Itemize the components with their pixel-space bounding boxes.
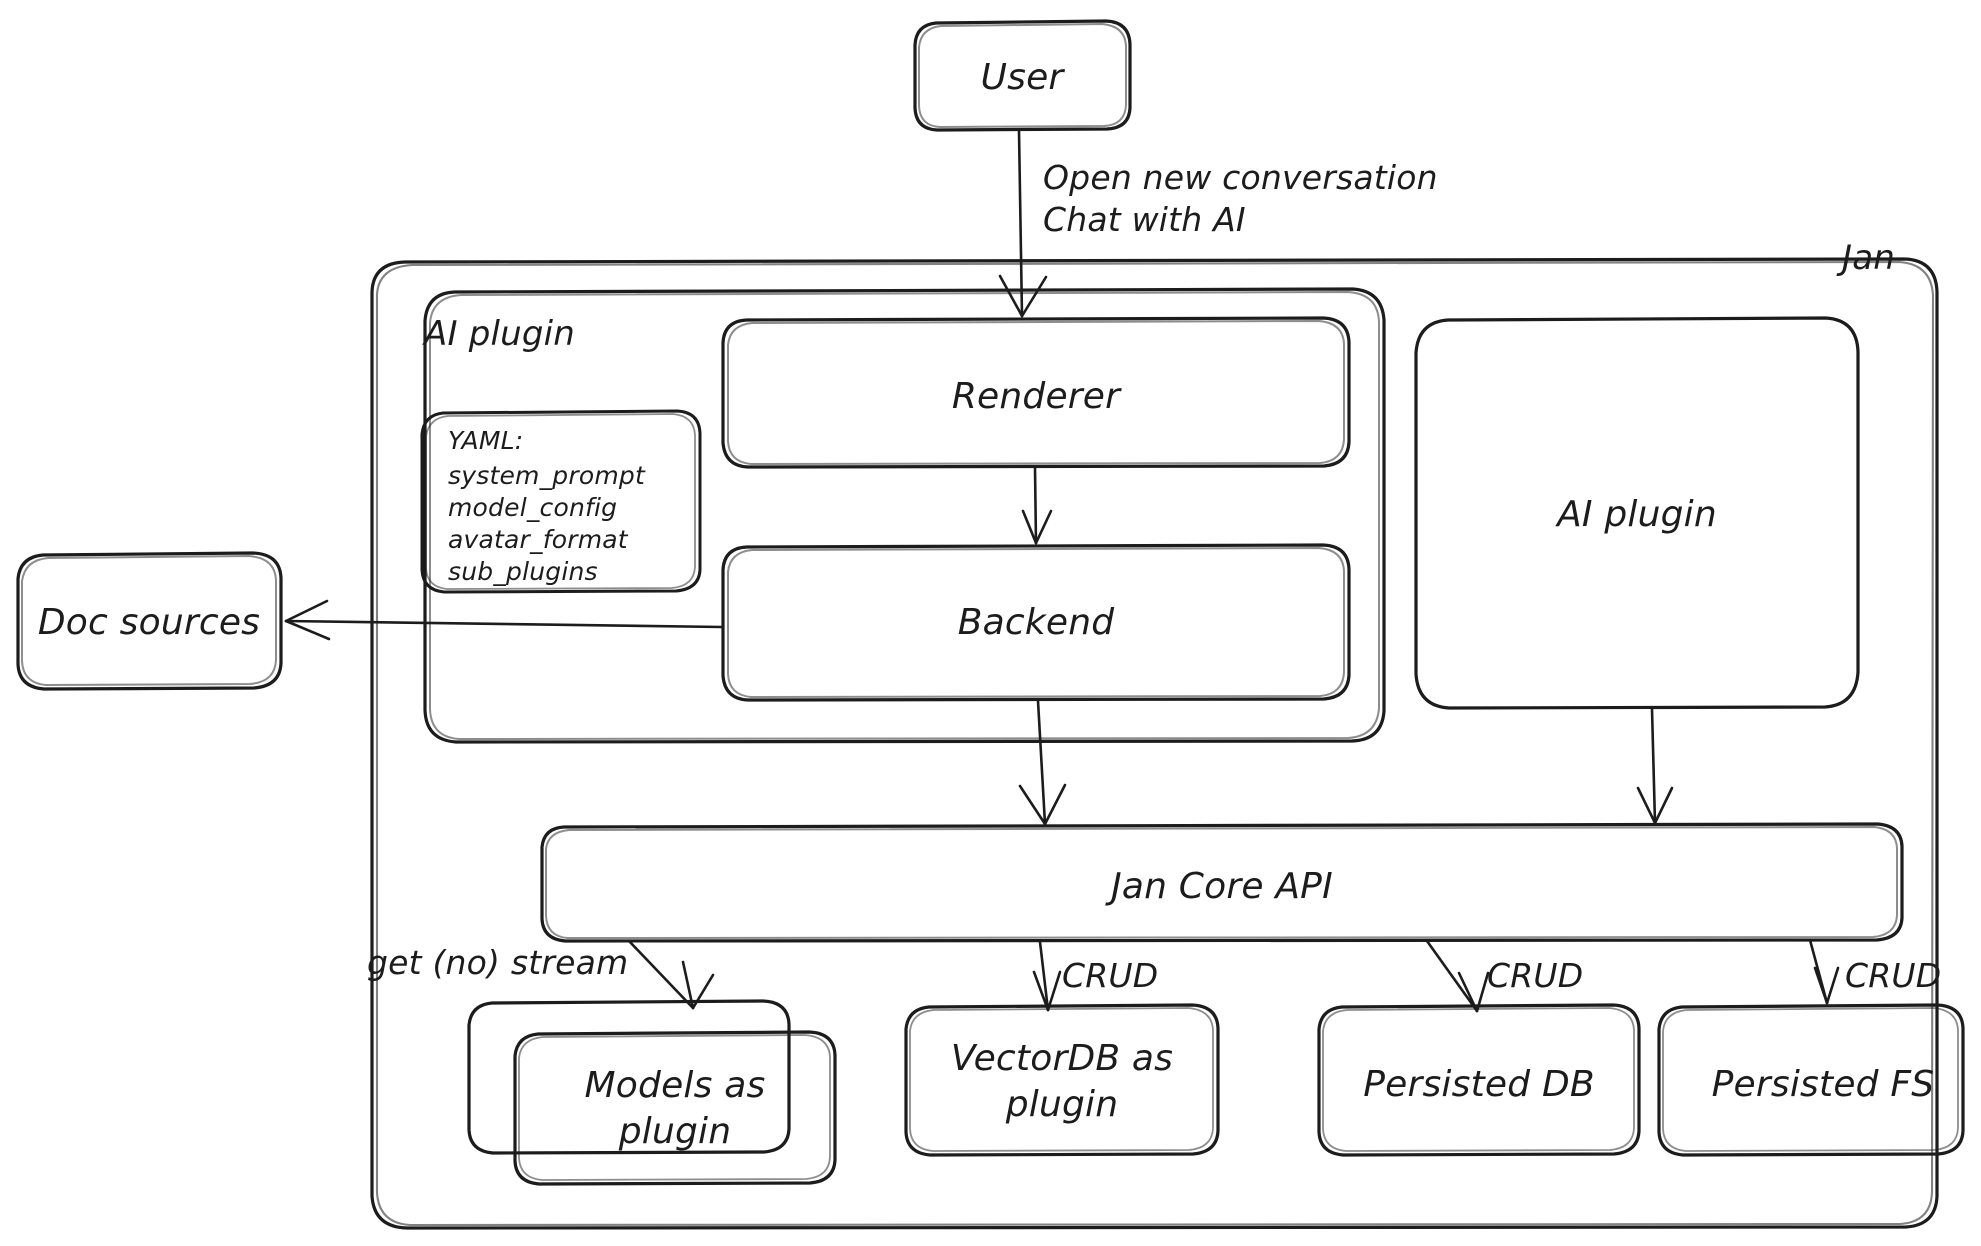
user-box-label: User <box>980 57 1064 98</box>
doc-sources-box-shape <box>16 551 283 691</box>
backend-box-label: Backend <box>957 602 1115 643</box>
arrow-core-to-models <box>627 939 715 1010</box>
models-as-plugin-box-label: Models as plugin <box>584 1065 766 1153</box>
models-as-plugin-back-box-shape <box>467 999 791 1155</box>
arrow-backend-to-doc-sources <box>284 599 724 641</box>
edge-label-core-to-persisted-db: CRUD <box>1487 956 1584 995</box>
renderer-box-shape <box>721 316 1351 469</box>
edge-label-core-to-persisted-fs: CRUD <box>1845 956 1942 995</box>
edge-label-core-to-vectordb: CRUD <box>1062 956 1159 995</box>
arrow-core-to-persisted-db <box>1425 939 1490 1013</box>
persisted-fs-box-shape <box>1657 1003 1965 1157</box>
yaml-note-item-2: avatar_format <box>448 525 628 554</box>
arrow-renderer-to-backend <box>1021 466 1053 545</box>
user-box-shape <box>913 19 1132 132</box>
vectordb-as-plugin-box-shape <box>904 1003 1220 1157</box>
yaml-note-item-3: sub_plugins <box>448 557 598 586</box>
arrow-aiplugin-to-core <box>1636 707 1674 825</box>
yaml-note-heading: YAML: <box>448 426 524 455</box>
persisted-db-box-shape <box>1317 1003 1641 1157</box>
persisted-fs-box-label: Persisted FS <box>1711 1064 1935 1105</box>
jan-core-api-box-label: Jan Core API <box>1111 866 1333 907</box>
arrow-backend-to-core <box>1018 699 1067 826</box>
ai-plugin-box-label: AI plugin <box>1557 494 1717 535</box>
edge-label-user-to-renderer: Open new conversation Chat with AI <box>1043 158 1438 240</box>
yaml-note-box-shape <box>420 409 702 594</box>
ai-plugin-container-label: AI plugin <box>424 314 576 354</box>
models-as-plugin-front-box-shape <box>513 1030 837 1186</box>
jan-container-label: Jan <box>1842 238 1896 278</box>
arrow-user-to-renderer <box>998 129 1048 318</box>
doc-sources-box-label: Doc sources <box>37 602 261 643</box>
yaml-note-item-0: system_prompt <box>448 461 645 490</box>
vectordb-as-plugin-box-label: VectorDB as plugin <box>950 1038 1174 1126</box>
ai-plugin-container-shape <box>423 287 1386 744</box>
renderer-box-label: Renderer <box>951 376 1121 417</box>
arrow-core-to-vectordb <box>1032 940 1062 1012</box>
edge-label-core-to-models: get (no) stream <box>367 943 629 982</box>
jan-core-api-box-shape <box>540 822 1904 943</box>
ai-plugin-box-shape <box>1414 316 1860 710</box>
yaml-note-item-1: model_config <box>448 493 618 522</box>
backend-box-shape <box>721 543 1351 702</box>
persisted-db-box-label: Persisted DB <box>1363 1064 1595 1105</box>
arrow-core-to-persisted-fs <box>1808 938 1840 1005</box>
jan-container-shape <box>370 257 1939 1230</box>
